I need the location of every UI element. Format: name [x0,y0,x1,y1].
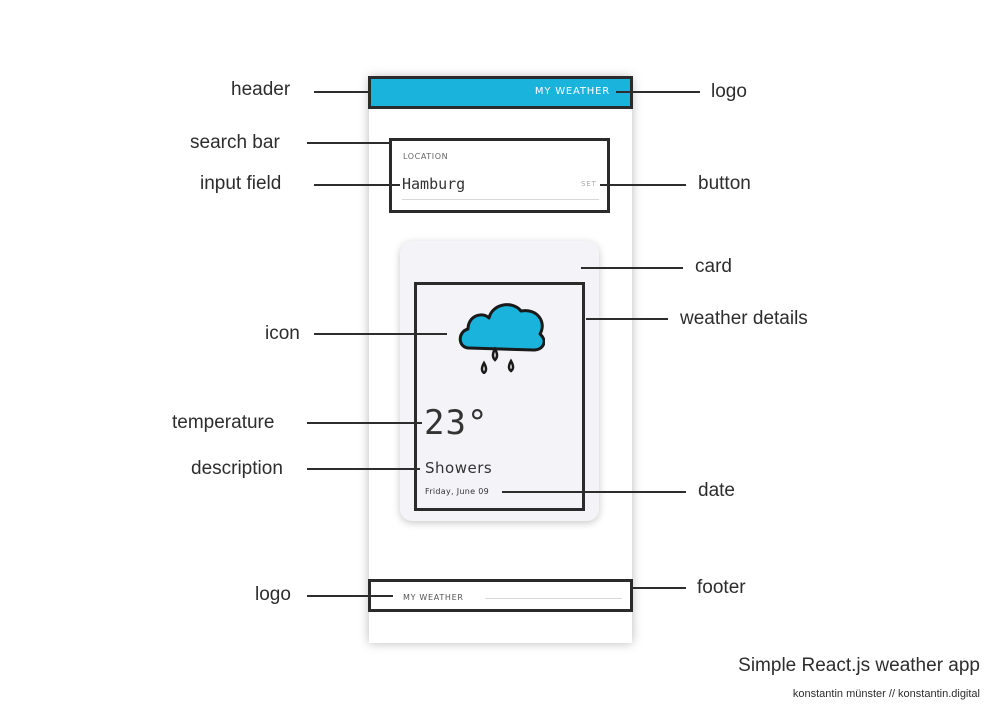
label-icon: icon [265,323,300,344]
label-search-bar: search bar [190,132,280,153]
location-input[interactable] [402,174,572,194]
caption-credit: konstantin münster // konstantin.digital [792,688,980,700]
app-header: MY WEATHER [369,77,632,108]
label-header: header [231,79,291,100]
header-logo[interactable]: MY WEATHER [534,86,610,97]
label-button: button [698,173,751,194]
card-leader [581,267,683,269]
date-leader [502,491,686,493]
label-weather-details: weather details [680,308,808,329]
label-input-field: input field [200,173,282,194]
footer-leader [631,587,686,589]
label-logo-bottom: logo [255,584,291,605]
rain-cloud-icon [458,303,545,374]
header-leader [314,91,371,93]
search-label: LOCATION [403,152,449,161]
search-bar-leader [307,142,391,144]
search-underline [402,199,599,200]
logo-bottom-leader [307,595,393,597]
temperature-value: 23° [424,403,489,443]
label-description: description [191,458,283,479]
input-field-leader [314,184,400,186]
label-logo-top: logo [711,81,747,102]
footer-divider [485,598,622,599]
footer-logo[interactable]: MY WEATHER [403,593,464,602]
search-bar-frame [389,138,610,213]
description-leader [307,468,420,470]
caption-title: Simple React.js weather app [738,655,980,676]
set-button[interactable]: SET [581,180,597,188]
icon-leader [314,333,447,335]
weather-card [400,241,599,521]
weather-description: Showers [425,459,493,477]
label-temperature: temperature [172,412,275,433]
footer-frame [368,579,633,612]
weather-details-frame [414,282,585,511]
label-date: date [698,480,735,501]
weather-date: Friday, June 09 [425,487,489,496]
weather-details-leader [586,318,668,320]
temperature-leader [307,422,422,424]
button-leader [600,184,686,186]
label-card: card [695,256,732,277]
label-footer: footer [697,577,746,598]
header-frame [368,76,633,109]
logo-top-leader [616,91,700,93]
